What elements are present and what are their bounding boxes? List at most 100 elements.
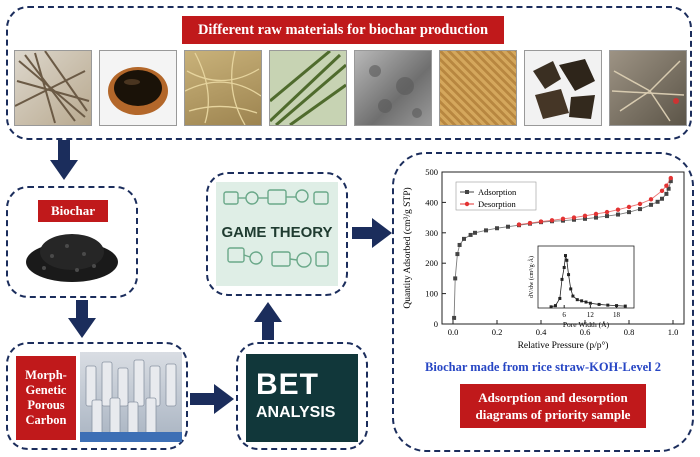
biochar-pile-icon [26,234,118,282]
data-point-adsorption [583,216,587,221]
x-tick-label: 0.2 [492,327,503,337]
data-point-desorption [582,213,588,218]
game-theory-card: GAME THEORY [216,182,338,286]
x-tick-label: 0.0 [448,327,459,337]
inset-data-point [597,302,601,306]
legend-label: Adsorption [478,187,517,197]
arrow-down-1-icon [50,140,78,180]
x-tick-label: 0.6 [580,327,591,337]
inset-x-tick-label: 12 [587,311,595,319]
y-tick-label: 500 [425,167,438,177]
x-axis-label: Relative Pressure (p/p°) [518,340,609,351]
thumb-dry-leaves [609,50,687,126]
inset-data-point [560,277,564,281]
inset-data-point [567,273,571,277]
y-tick-label: 100 [425,289,438,299]
inset-data-point [562,265,566,269]
data-point-adsorption [605,214,609,219]
series-line [518,177,672,226]
data-point-adsorption [664,191,669,196]
inset-data-point [623,304,627,308]
y-tick-label: 400 [425,197,438,207]
result-label: Adsorption and desorption diagrams of pr… [460,384,646,428]
data-point-desorption [626,204,632,210]
inset-y-axis-label: dV/dw (cm³/g·Å) [527,256,535,298]
bet-logo: BET ANALYSIS [246,354,358,442]
legend-label: Desorption [478,199,517,209]
legend-box [455,181,537,211]
data-point-adsorption [453,276,458,281]
legend-marker [464,201,470,207]
data-point-adsorption [462,236,466,241]
data-point-desorption [538,219,544,224]
inset-data-point [615,304,619,308]
biochar-label: Biochar [38,200,108,222]
x-tick-label: 1.0 [668,327,679,337]
y-axis-label: Quantity Adsorbed (cm³/g STP) [402,187,413,308]
data-point-desorption [560,216,566,222]
inset-data-point [584,300,588,304]
data-point-desorption [593,211,599,217]
data-point-adsorption [649,202,653,207]
data-point-adsorption [484,228,488,233]
legend-marker [465,190,469,194]
thumb-wood-chips [439,50,517,126]
thumb-vine-stems [14,50,92,126]
data-point-adsorption [627,210,631,215]
data-point-adsorption [660,196,664,201]
thumb-bowl-of-liquid [99,50,177,126]
arrow-right-2-icon [352,218,392,248]
bet-subtitle: ANALYSIS [256,404,336,421]
thumb-dark-clumps [524,50,602,126]
porous-carbon-photo [80,352,182,442]
thumb-dry-straw [184,50,262,126]
bet-panel [236,342,368,450]
porous-carbon-panel [6,342,188,450]
bet-title: BET [256,368,319,401]
biochar-panel [6,186,138,298]
data-point-desorption [648,197,654,202]
inset-x-tick-label: 6 [562,311,566,319]
y-tick-label: 200 [425,258,438,268]
y-tick-label: 300 [425,228,438,238]
inset-data-point [553,304,557,308]
data-point-adsorption [594,215,598,220]
inset-data-point [549,305,553,309]
inset-data-point [606,303,610,307]
data-point-adsorption [457,242,462,247]
data-point-adsorption [655,199,660,204]
data-point-adsorption [452,315,457,320]
series-line [453,180,672,318]
arrow-up-icon [254,302,282,340]
inset-data-point [588,301,592,305]
inset-data-point [565,258,569,262]
y-tick-label: 0 [434,319,438,329]
inset-x-axis-label: Pore Width (Å) [563,320,610,329]
arrow-down-2-icon [68,300,96,338]
raw-materials-panel [6,6,692,140]
arrow-right-1-icon [190,384,234,414]
raw-materials-title: Different raw materials for biochar prod… [182,16,504,44]
inset-x-tick-label: 18 [613,311,621,319]
data-point-desorption [527,220,533,226]
porous-carbon-label: Morph-Genetic Porous Carbon [16,356,76,440]
inset-data-point [571,294,575,298]
sample-caption: Biochar made from rice straw-KOH-Level 2 [425,360,661,374]
game-theory-title: GAME THEORY [221,224,333,241]
data-point-desorption [664,183,669,188]
inset-data-point [563,254,567,258]
data-point-desorption [549,218,555,223]
data-point-desorption [659,188,665,194]
data-point-desorption [516,222,522,227]
data-point-desorption [615,207,621,212]
data-point-desorption [637,201,643,207]
data-point-adsorption [506,224,510,229]
inset-data-point [580,299,584,303]
data-point-adsorption [473,230,477,235]
data-point-desorption [604,209,610,215]
chart-panel [392,152,694,452]
x-tick-label: 0.4 [536,327,547,337]
data-point-adsorption [495,226,499,231]
data-point-adsorption [468,232,473,237]
